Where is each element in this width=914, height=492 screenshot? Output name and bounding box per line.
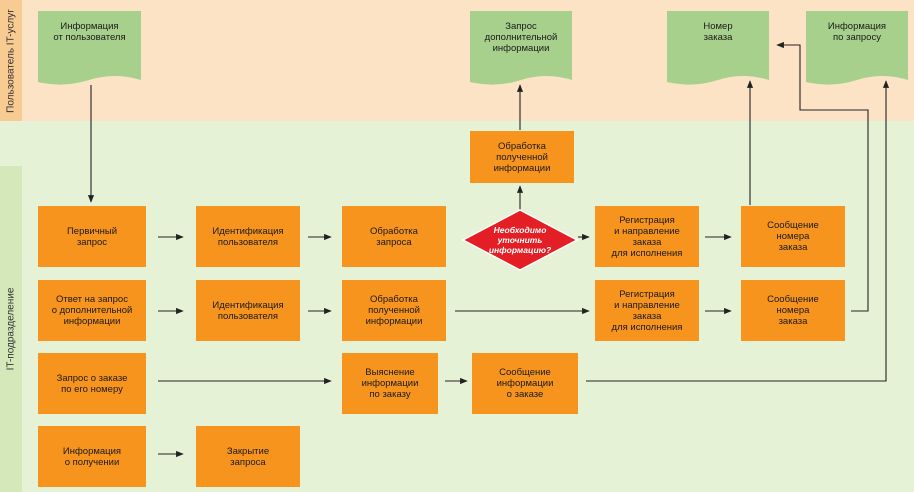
decision-diamond bbox=[461, 209, 579, 271]
process-message-info: Сообщение информации о заказе bbox=[472, 353, 578, 414]
process-processing-request: Обработка запроса bbox=[342, 206, 446, 267]
process-order-request: Запрос о заказе по его номеру bbox=[38, 353, 146, 414]
document-shape-request-info bbox=[806, 11, 908, 85]
process-identification-1: Идентификация пользователя bbox=[196, 206, 300, 267]
process-received-top: Обработка полученной информации bbox=[470, 131, 574, 183]
process-primary-request: Первичный запрос bbox=[38, 206, 146, 267]
document-shape-request-more bbox=[470, 11, 572, 85]
process-processing-received: Обработка полученной информации bbox=[342, 280, 446, 341]
doc-request-info: Информация по запросу bbox=[827, 21, 887, 43]
process-registration-2: Регистрация и направление заказа для исп… bbox=[595, 280, 699, 341]
document-shapes bbox=[38, 11, 908, 85]
connector-message-to-request-info bbox=[586, 80, 890, 382]
process-message-2: Сообщение номера заказа bbox=[741, 280, 845, 341]
it-lane-header: IT-подразделение bbox=[0, 166, 22, 492]
process-close-request: Закрытие запроса bbox=[196, 426, 300, 487]
connector-message2-to-order-number bbox=[776, 41, 869, 312]
process-clarify: Выяснение информации по заказу bbox=[342, 353, 438, 414]
process-message-1: Сообщение номера заказа bbox=[741, 206, 845, 267]
doc-order-number: Номер заказа bbox=[703, 21, 733, 43]
doc-request-more: Запрос дополнительной информации bbox=[484, 21, 558, 54]
document-shape-user-info bbox=[38, 11, 141, 85]
process-answer-request: Ответ на запрос о дополнительной информа… bbox=[38, 280, 146, 341]
connectors bbox=[87, 41, 890, 458]
process-info-received: Информация о получении bbox=[38, 426, 146, 487]
doc-user-info: Информация от пользователя bbox=[53, 21, 126, 43]
document-shape-order-number bbox=[667, 11, 769, 85]
process-identification-2: Идентификация пользователя bbox=[196, 280, 300, 341]
user-lane-header: Пользователь IT-услуг bbox=[0, 0, 22, 121]
process-registration-1: Регистрация и направление заказа для исп… bbox=[595, 206, 699, 267]
decision-label: Необходимо уточнить информацию? bbox=[488, 225, 552, 255]
